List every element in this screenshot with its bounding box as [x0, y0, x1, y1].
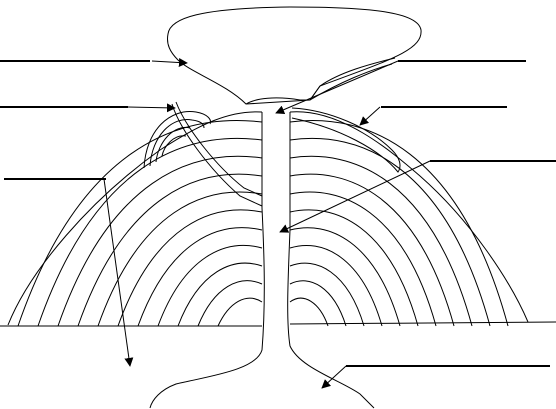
volcano-outline-left [7, 111, 263, 326]
rock-strata-left [17, 120, 263, 327]
stratum-right-10 [289, 280, 347, 327]
stratum-left-7 [137, 227, 263, 327]
stratum-left-5 [97, 191, 263, 327]
pointer-main-vent [279, 160, 431, 233]
stratum-left-9 [177, 262, 263, 327]
stratum-left-11 [217, 297, 263, 327]
stratum-left-3 [57, 155, 263, 327]
stratum-left-2 [37, 137, 263, 327]
pointer-crater [275, 60, 399, 114]
pointer-lava-flow [359, 106, 381, 126]
ash-cloud-outline [167, 6, 422, 105]
stratum-right-5 [289, 191, 437, 327]
stratum-right-6 [289, 209, 419, 327]
crater-mound [245, 57, 396, 105]
stratum-right-8 [289, 244, 383, 327]
pointer-side-vent [127, 103, 176, 113]
main-vent-left-wall [149, 112, 265, 409]
stratum-right-3 [289, 155, 473, 327]
stratum-right-2 [289, 137, 491, 327]
stratum-right-1 [289, 120, 509, 327]
main-vent-right-wall [287, 112, 375, 409]
pointer-magma-chamber [103, 178, 134, 367]
pointer-ash-cloud [151, 58, 188, 68]
side-vent-conduit-inner [175, 101, 263, 197]
ground-line-right [289, 321, 556, 325]
stratum-left-10 [197, 280, 263, 327]
pointer-bedrock [321, 365, 347, 389]
stratum-right-11 [289, 297, 329, 327]
side-vent-conduit [171, 103, 263, 207]
plume-streak [309, 63, 393, 101]
stratum-right-7 [289, 227, 401, 327]
stratum-right-4 [289, 173, 455, 327]
stratum-left-8 [157, 244, 263, 327]
stratum-left-6 [117, 209, 263, 327]
stratum-left-1 [17, 120, 263, 327]
volcano-outline-right [289, 111, 529, 323]
stratum-right-9 [289, 262, 365, 327]
lava-flow-shape [291, 107, 401, 173]
rock-strata-right [289, 120, 509, 327]
stratum-left-4 [77, 173, 263, 327]
